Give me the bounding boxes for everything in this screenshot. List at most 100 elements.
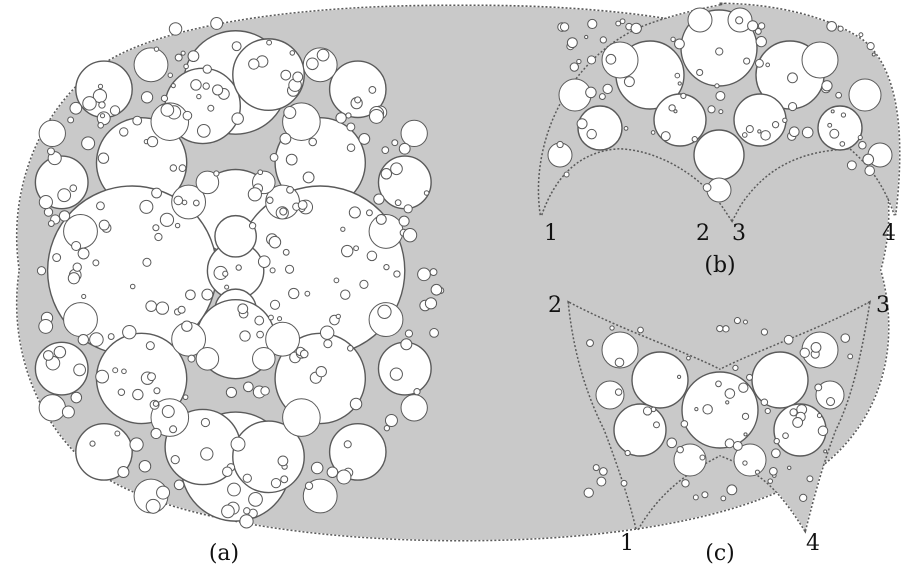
panel-c-pore-31 [715,380,722,388]
panel-b-pore-81 [586,128,597,140]
panel-a-pore-18 [142,257,152,267]
panel-c-pore-45 [699,454,706,461]
panel-a-pore-17 [129,437,144,452]
panel-a-pore-15 [92,259,100,267]
panel-a-pore-196 [260,386,270,396]
panel-a-pore-106 [201,288,214,301]
panel-a-pore-31 [159,212,175,227]
panel-b-pore-39 [754,27,762,35]
panel-a-pore-178 [231,41,242,52]
panel-a-pore-151 [160,103,175,117]
panel-a-pore-66 [389,367,403,381]
panel-a-hole-21 [75,422,133,481]
panel-a-pore-155 [326,466,339,479]
panel-a-pore-258 [289,50,296,56]
panel-a-pore-154 [196,124,211,138]
panel-c-pore-23 [720,495,727,502]
panel-c-hole-5 [601,331,639,369]
panel-a-pore-42 [69,184,78,193]
panel-c-pore-37 [783,334,794,345]
panel-c-pore-6 [676,445,684,454]
panel-a-pore-256 [147,372,156,382]
panel-a-pore-30 [173,195,184,206]
panel-a-pore-188 [212,84,224,96]
panel-b-pore-4 [691,136,698,143]
panel-a-pore-131 [288,287,300,300]
panel-a-pore-216 [349,397,363,411]
panel-a-pore-208 [178,164,187,173]
panel-a-pore-22 [335,112,347,124]
panel-a-pore-192 [119,127,129,137]
panel-b-pore-50 [650,130,656,135]
panel-c-pore-14 [624,449,631,457]
panel-c-pore-19 [637,326,644,334]
panel-a-pore-0 [429,268,438,277]
panel-b-pore-77 [839,141,846,147]
panel-c-pore-39 [741,412,750,420]
panel-a-hole-45 [195,170,220,195]
panel-a-pore-168 [152,224,160,232]
panel-a-hole-14 [214,214,257,258]
panel-a-pore-213 [429,328,439,338]
panel-a-pore-182 [269,267,276,274]
panel-b-pore-57 [837,25,844,32]
panel-a-pore-181 [47,147,55,156]
panel-c-hole-2 [751,351,809,409]
panel-a-pore-259 [77,334,89,346]
panel-b-pore-42 [787,72,798,84]
panel-a-pore-64 [280,475,289,484]
panel-a-hole-47 [195,347,220,371]
panel-c-pore-46 [847,353,854,360]
panel-b-pore-52 [563,171,570,178]
panel-a-pore-108 [394,199,402,207]
panel-a-pore-67 [398,142,411,155]
panel-c-pore-2 [681,479,690,488]
panel-b-hole-4 [817,105,863,151]
panel-a-hole-22 [328,422,387,481]
panel-b-pore-37 [864,165,875,176]
panel-a-pore-68 [257,255,271,268]
panel-b-pore-75 [787,102,798,112]
panel-a-pore-101 [107,333,115,341]
panel-a-pore-185 [47,220,55,227]
panel-a-pore-243 [402,228,418,243]
panel-c-pore-0 [692,494,699,501]
panel-a-pore-238 [187,50,200,63]
panel-b-pore-79 [623,76,635,88]
panel-b-pore-40 [707,105,716,114]
panel-a-pore-222 [182,110,193,121]
panel-a-pore-211 [316,48,330,62]
panel-a-hole-29 [171,184,207,220]
panel-c-pore-16 [760,328,769,336]
panel-a-pore-253 [268,235,282,249]
panel-a-pore-124 [213,170,220,177]
panel-a-hole-24 [377,341,432,396]
panel-a-pore-251 [430,283,443,296]
panel-c-hole-8 [733,443,767,477]
panel-c-pore-52 [599,467,608,476]
panel-a-pore-240 [98,219,110,231]
panel-c-pore-17 [609,325,615,331]
panel-a-pore-87 [280,69,292,81]
panel-c-pore-4 [823,449,828,454]
panel-a-pore-242 [308,137,318,147]
panel-b-hole-6 [733,93,787,147]
panel-a-pore-43 [243,381,254,393]
panel-a-pore-161 [96,201,105,211]
panel-a-pore-236 [299,349,309,359]
panel-c-pore-51 [792,417,804,428]
panel-a-hole-41 [38,119,66,148]
panel-c-pore-67 [702,404,713,415]
panel-a-pore-130 [129,283,136,290]
panel-a-pore-82 [284,264,295,274]
panel-b-pore-5 [696,68,704,77]
panel-c-label-4: 4 [806,531,820,556]
panel-a-caption: (a) [209,541,239,566]
panel-b-pore-27 [714,83,720,89]
panel-a-pore-173 [181,320,193,332]
panel-c-pore-50 [782,432,789,440]
panel-a-hole-32 [265,321,301,357]
panel-b-pore-18 [680,92,687,99]
panel-b-pore-31 [829,128,840,139]
